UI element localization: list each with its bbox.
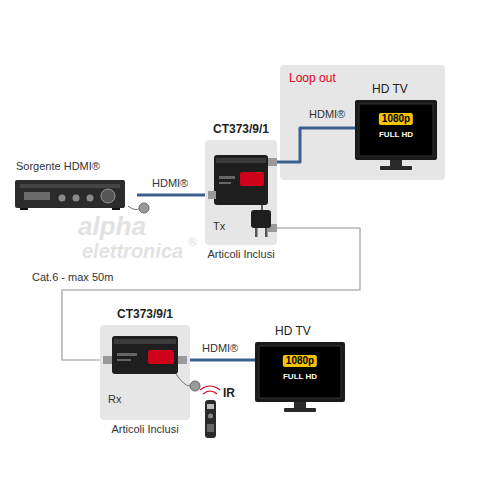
included-note: Articoli Inclusi — [207, 248, 274, 261]
source-device — [15, 180, 125, 210]
source-knob — [87, 195, 94, 202]
power-adapter — [251, 205, 271, 237]
tx-badge — [240, 172, 264, 186]
tv-base — [380, 166, 412, 170]
watermark: ® — [188, 236, 197, 250]
tx-panel — [205, 140, 277, 245]
cable-label: HDMI® — [200, 342, 240, 355]
tv-screen — [359, 104, 433, 156]
adapter-prong — [265, 228, 268, 237]
tv-label: HD TV — [275, 325, 311, 339]
unit-label: Tx — [213, 220, 225, 233]
cable-connector — [62, 228, 360, 360]
cable-label: Cat.6 - max 50m — [30, 271, 115, 284]
source-display — [24, 192, 50, 200]
remote-keys — [207, 404, 214, 409]
rx-device — [103, 336, 187, 374]
ir-wave — [200, 386, 220, 390]
tv-top — [355, 100, 437, 170]
ir-wave — [203, 391, 217, 394]
tv-base — [284, 408, 316, 412]
cable-connector — [190, 359, 255, 362]
source-body — [15, 180, 125, 208]
transmitter-panel: CT373/9/1TxArticoli Inclusi — [205, 140, 277, 245]
tx-body — [214, 155, 268, 205]
tv-node: HD TV 1080pFULL HD — [255, 325, 345, 413]
source-device-node: Sorgente HDMI® — [12, 160, 137, 212]
model-code: CT373/9/1 — [117, 308, 173, 322]
tv-node: HD TV 1080pFULL HD — [355, 83, 437, 171]
tv-label: HD TV — [372, 83, 408, 97]
model-code: CT373/9/1 — [213, 123, 269, 137]
receiver-panel: CT373/9/1RxArticoli Inclusi — [100, 325, 190, 420]
remote-key — [208, 414, 213, 419]
source-knob — [73, 195, 80, 202]
rx-badge — [148, 350, 174, 364]
resolution-badge: 1080p — [379, 113, 413, 125]
remote-body — [205, 400, 216, 438]
rx-body — [112, 336, 178, 374]
watermark: elettronica — [82, 240, 183, 263]
tx-device — [208, 155, 277, 232]
device-label: Sorgente HDMI® — [16, 160, 100, 173]
rj45-plug — [103, 356, 112, 364]
ir-wire — [176, 374, 190, 386]
full-hd-mark: FULL HD — [283, 372, 317, 381]
panel-title: Loop out — [289, 72, 336, 86]
rx-stripe — [117, 359, 131, 361]
tx-stripe — [219, 182, 231, 184]
tv-screen — [259, 346, 341, 398]
cable-connector — [137, 194, 205, 197]
ir-eye — [190, 381, 200, 391]
source-top — [20, 184, 120, 188]
hdmi-plug — [178, 356, 187, 364]
rx-panel — [100, 325, 190, 420]
source-foot — [112, 208, 120, 210]
ir-label: IR — [223, 387, 235, 401]
adapter-body — [251, 210, 271, 228]
tv-frame — [355, 100, 437, 160]
loop-panel — [280, 65, 445, 180]
hdmi-plug — [268, 158, 277, 166]
adapter-prong — [255, 228, 258, 237]
loop-out-panel: HD TV 1080pFULL HD Loop out — [280, 65, 445, 180]
source-dial — [101, 189, 115, 203]
watermark: alpha — [78, 212, 146, 242]
tv-bottom — [255, 342, 345, 412]
rx-stripe — [117, 353, 137, 356]
source-knob — [59, 195, 66, 202]
unit-label: Rx — [108, 393, 121, 406]
remote-keys — [207, 424, 214, 432]
rx-top — [114, 339, 176, 344]
tv-stand — [390, 160, 402, 166]
tv-frame — [255, 342, 345, 402]
included-note: Articoli Inclusi — [111, 423, 178, 436]
hdmi-plug — [208, 191, 216, 199]
ir-remote — [200, 386, 220, 438]
cable-label: HDMI® — [150, 177, 190, 190]
tx-stripe — [219, 176, 235, 179]
source-foot — [20, 208, 28, 210]
tx-top — [216, 158, 266, 163]
ir-wire — [128, 206, 140, 210]
cable-connector — [277, 128, 355, 162]
cable-label: HDMI® — [307, 108, 347, 121]
resolution-badge: 1080p — [283, 355, 317, 367]
full-hd-mark: FULL HD — [379, 130, 413, 139]
tv-stand — [294, 402, 306, 408]
adapter-cord — [261, 205, 263, 210]
